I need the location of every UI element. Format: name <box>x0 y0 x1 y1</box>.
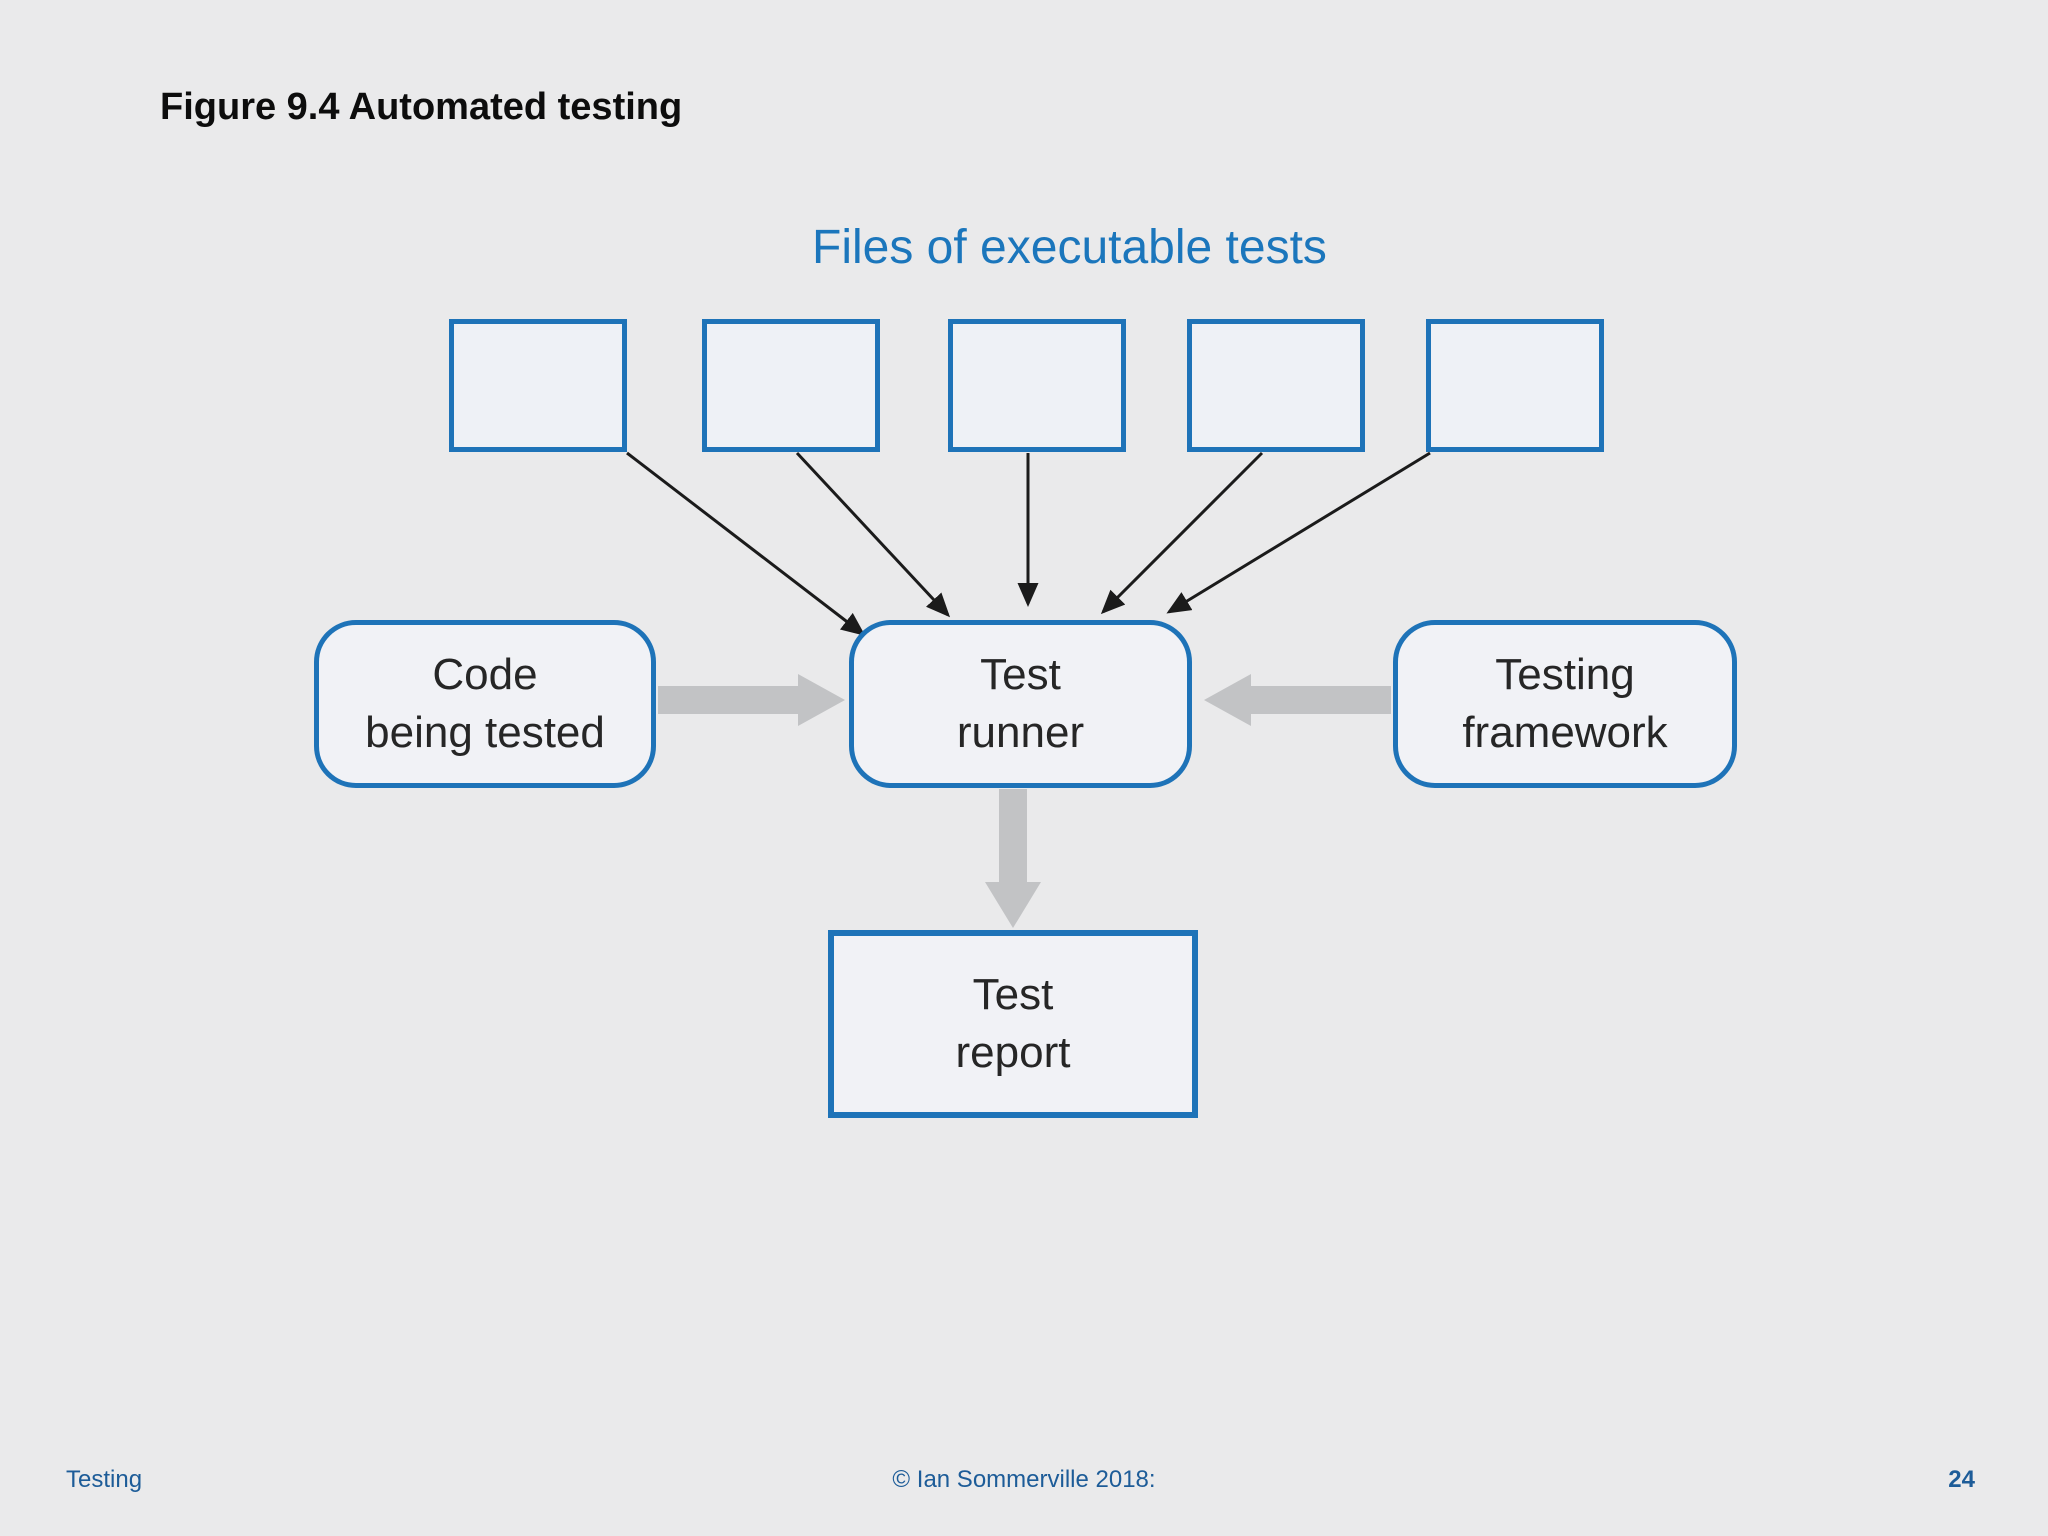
node-code-being-tested: Code being tested <box>314 620 656 788</box>
node-label-line: being tested <box>365 708 605 757</box>
node-label-line: Testing <box>1495 650 1635 699</box>
footer-section-label: Testing <box>66 1466 143 1493</box>
arrow-framework-to-runner <box>1204 674 1391 726</box>
arrow-code-to-runner <box>658 674 845 726</box>
arrow-file2-to-runner <box>795 451 951 618</box>
node-testing-framework: Testing framework <box>1393 620 1737 788</box>
arrow-runner-to-report <box>985 789 1041 928</box>
node-label-line: report <box>955 1028 1071 1077</box>
executable-test-file-box-4 <box>1187 319 1365 452</box>
arrow-file1-to-runner <box>626 451 866 636</box>
arrow-file5-to-runner <box>1166 451 1431 614</box>
executable-test-file-box-5 <box>1426 319 1604 452</box>
node-label-line: runner <box>956 708 1085 757</box>
node-label-line: framework <box>1462 708 1668 757</box>
footer-copyright: © Ian Sommerville 2018: <box>892 1466 1156 1493</box>
node-test-report: Test report <box>828 930 1198 1118</box>
executable-test-file-box-3 <box>948 319 1126 452</box>
node-label-line: Test <box>980 650 1061 699</box>
arrow-file4-to-runner <box>1100 451 1264 615</box>
node-label-line: Code <box>432 650 538 699</box>
figure-title: Figure 9.4 Automated testing <box>160 86 683 128</box>
executable-test-file-box-1 <box>449 319 627 452</box>
footer-page-number: 24 <box>1948 1466 1975 1493</box>
node-label-line: Test <box>972 970 1054 1019</box>
executable-test-file-box-2 <box>702 319 880 452</box>
node-test-runner: Test runner <box>849 620 1192 788</box>
diagram-heading: Files of executable tests <box>812 221 1327 274</box>
